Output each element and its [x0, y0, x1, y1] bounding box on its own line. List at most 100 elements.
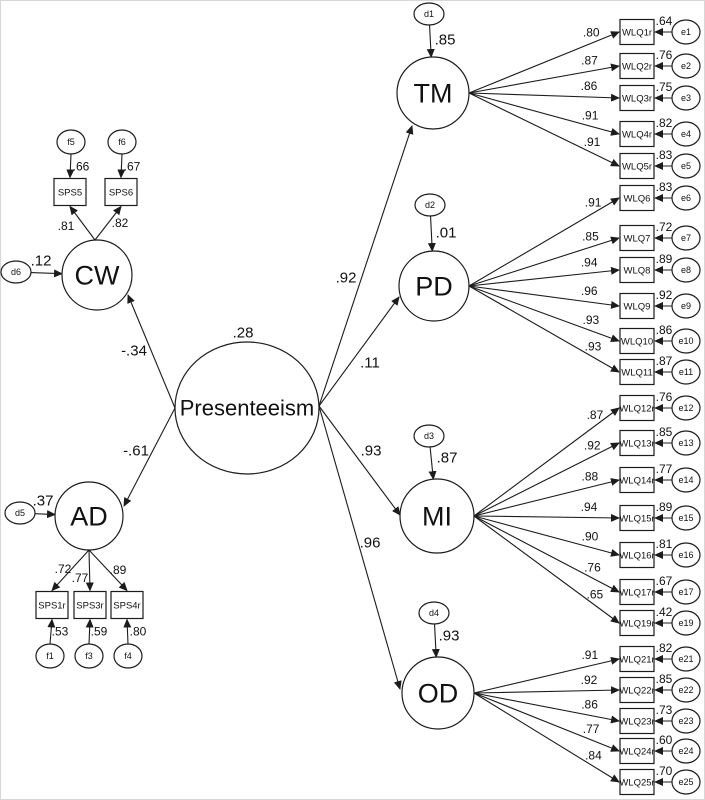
indicator-wlq16r-label: WLQ16r	[619, 550, 654, 561]
error-e25-label: e25	[678, 777, 693, 787]
path-presenteeism-od	[318, 405, 402, 690]
latent-presenteeism-label: Presenteeism	[180, 396, 315, 421]
indicator-sps4r-label: SPS4r	[113, 600, 140, 611]
error-e2	[671, 53, 701, 79]
indicator-wlq19r-label: WLQ19r	[619, 618, 654, 629]
coef-loading-sps5: .81	[58, 219, 75, 233]
latent-tm-label: TM	[414, 78, 453, 108]
loading-mi-wlq17r	[473, 515, 620, 593]
indicator-wlq14r-label: WLQ14r	[619, 475, 654, 486]
loading-tm-wlq4r	[468, 92, 620, 136]
disturbance-d2-label: d2	[425, 200, 435, 210]
coef-presenteeism-mi: .93	[361, 442, 382, 459]
indicator-wlq19r	[619, 609, 655, 637]
loading-pd-wlq9	[468, 285, 620, 309]
indicator-wlq14r	[619, 466, 655, 494]
error-e5	[671, 153, 701, 179]
indicator-wlq25r-label: WLQ25r	[619, 777, 654, 788]
latent-mi-label: MI	[422, 501, 452, 531]
loading-od-wlq25r	[473, 692, 620, 783]
error-e5-label: e5	[681, 161, 691, 171]
disturbance-d3	[413, 424, 445, 448]
disturbance-d3-label: d3	[424, 431, 434, 441]
error-e21	[671, 646, 701, 672]
error-e10-label: e10	[678, 336, 693, 346]
coef-presenteeism-od: .96	[360, 534, 381, 551]
coef-presenteeism-pd: .11	[360, 354, 380, 371]
indicator-sps6-label: SPS6	[109, 187, 133, 198]
indicator-wlq2r	[619, 52, 655, 80]
coef-e10: .86	[656, 323, 673, 337]
error-e16	[671, 542, 701, 568]
indicator-sps1r-label: SPS1r	[38, 600, 65, 611]
path-presenteeism-mi	[318, 405, 401, 516]
error-f3	[74, 643, 104, 669]
indicator-wlq5r-label: WLQ5r	[622, 161, 652, 172]
indicator-wlq21r	[619, 645, 655, 673]
path-f6-sps6	[117, 153, 126, 179]
loading-cw-sps5	[69, 205, 96, 241]
indicator-wlq25r	[619, 768, 655, 796]
coef-d2-pd: .01	[436, 224, 457, 241]
coef-d4-od: .93	[439, 627, 460, 644]
error-e15	[671, 505, 701, 531]
coef-loading-sps1r: .72	[55, 562, 72, 576]
indicator-sps5	[53, 177, 87, 207]
error-e9	[671, 293, 701, 319]
path-d6-cw	[30, 269, 64, 278]
indicator-wlq1r	[619, 18, 655, 46]
path-f4-sps4r	[123, 618, 132, 645]
disturbance-d4-label: d4	[429, 608, 439, 618]
path-d4-od	[431, 623, 440, 659]
loading-mi-wlq12r	[473, 407, 620, 517]
indicator-wlq15r	[619, 504, 655, 532]
indicator-wlq11-label: WLQ11	[621, 367, 653, 378]
coef-loading-sps6: .82	[112, 216, 129, 230]
disturbance-d6	[0, 260, 32, 284]
latent-cw	[61, 239, 133, 311]
error-e4-label: e4	[681, 129, 691, 139]
indicator-wlq3r-label: WLQ3r	[622, 93, 652, 104]
latent-ad-label: AD	[70, 501, 108, 531]
latent-pd	[398, 250, 470, 322]
coef-d1-tm: .85	[435, 31, 456, 48]
indicator-wlq22r	[619, 676, 655, 704]
disturbance-d5	[4, 501, 36, 525]
disturbance-d5-label: d5	[15, 508, 25, 518]
loading-pd-wlq10	[468, 285, 620, 343]
coef-e15: .89	[656, 500, 673, 514]
loading-pd-wlq6	[468, 197, 620, 287]
error-f4-label: f4	[124, 651, 132, 661]
error-e13	[671, 430, 701, 456]
coef-loading-wlq25r: .84	[585, 749, 602, 763]
error-f5	[56, 129, 86, 155]
error-e1-label: e1	[681, 27, 691, 37]
coef-e4: .82	[656, 116, 673, 130]
coef-d5-ad: .37	[33, 492, 54, 509]
indicator-wlq6-label: WLQ6	[624, 193, 651, 204]
error-e2-label: e2	[681, 61, 691, 71]
error-e12-label: e12	[678, 403, 693, 413]
coef-e7: .72	[656, 220, 673, 234]
error-e11	[671, 359, 701, 385]
error-e8-label: e8	[681, 265, 691, 275]
loading-mi-wlq19r	[473, 515, 620, 624]
error-e14	[671, 467, 701, 493]
coef-e5: .83	[656, 148, 673, 162]
indicator-wlq4r-label: WLQ4r	[622, 129, 652, 140]
path-d5-ad	[34, 510, 57, 519]
indicator-wlq24r	[619, 737, 655, 765]
loading-tm-wlq2r	[468, 63, 620, 94]
coef-e11: .87	[656, 354, 673, 368]
latent-cw-label: CW	[75, 260, 120, 290]
path-presenteeism-ad	[123, 407, 176, 507]
coef-loading-sps4r: .89	[110, 563, 127, 577]
coef-loading-wlq19r: .65	[587, 587, 604, 601]
path-presenteeism-cw	[127, 294, 176, 409]
loading-pd-wlq7	[468, 236, 620, 287]
coef-f1: .53	[52, 624, 69, 638]
error-e17-label: e17	[678, 587, 693, 597]
indicator-wlq9-label: WLQ9	[624, 301, 651, 312]
error-f1-label: f1	[46, 651, 54, 661]
